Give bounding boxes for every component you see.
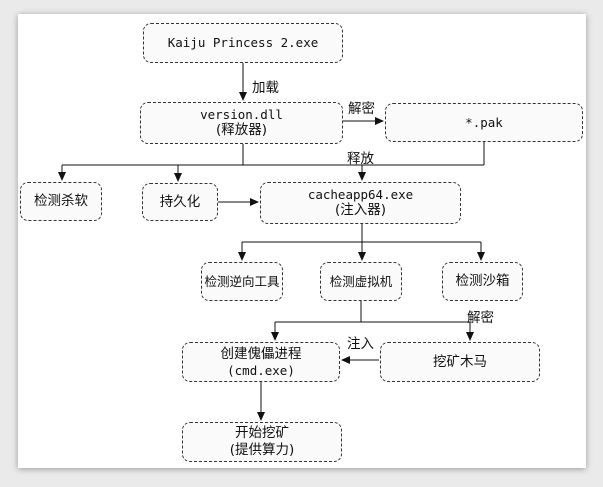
- node-label: 持久化: [159, 193, 201, 210]
- edge-label-inject: 注入: [347, 336, 374, 352]
- node-label: 检测杀软: [34, 193, 88, 210]
- node-label: *.pak: [465, 114, 503, 130]
- node-sublabel: (释放器): [215, 122, 268, 139]
- node-create-puppet-process: 创建傀儡进程 (cmd.exe): [182, 342, 340, 382]
- node-sublabel: (注入器): [334, 202, 387, 219]
- edge-label-decrypt-miner: 解密: [467, 310, 494, 326]
- node-label: 检测逆向工具: [204, 273, 280, 289]
- node-mining-trojan: 挖矿木马: [380, 342, 540, 382]
- node-label: cacheapp64.exe: [307, 186, 414, 202]
- node-sublabel: (提供算力): [229, 442, 295, 458]
- node-persistence: 持久化: [142, 183, 218, 221]
- node-label: 检测沙箱: [455, 273, 510, 290]
- node-detect-antivirus: 检测杀软: [20, 182, 102, 221]
- node-cacheapp64-exe: cacheapp64.exe (注入器): [260, 182, 461, 224]
- node-start-mining: 开始挖矿 (提供算力): [182, 422, 342, 462]
- node-detect-reversing-tools: 检测逆向工具: [201, 262, 283, 301]
- node-pak: *.pak: [385, 103, 583, 142]
- node-kaiju-princess-exe: Kaiju Princess 2.exe: [143, 23, 343, 63]
- node-version-dll: version.dll (释放器): [140, 102, 343, 144]
- node-detect-sandbox: 检测沙箱: [442, 262, 523, 301]
- edge-label-load: 加载: [252, 80, 279, 96]
- node-detect-vm: 检测虚拟机: [320, 262, 402, 301]
- edge-label-decrypt-pak: 解密: [348, 101, 375, 117]
- node-label: Kaiju Princess 2.exe: [167, 35, 319, 51]
- node-label: version.dll: [200, 106, 283, 122]
- flow-connectors: [58, 63, 485, 421]
- edge-label-drop: 释放: [347, 151, 374, 167]
- node-label: 检测虚拟机: [329, 273, 393, 289]
- node-sublabel: (cmd.exe): [227, 362, 295, 378]
- node-label: 挖矿木马: [433, 353, 487, 370]
- node-label: 创建傀儡进程: [220, 345, 302, 362]
- diagram-canvas: Kaiju Princess 2.exe version.dll (释放器) *…: [18, 14, 586, 468]
- node-label: 开始挖矿: [235, 425, 289, 442]
